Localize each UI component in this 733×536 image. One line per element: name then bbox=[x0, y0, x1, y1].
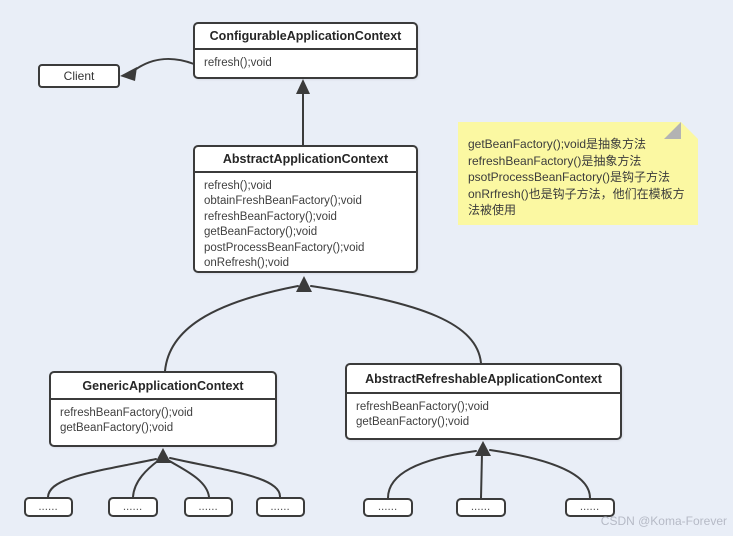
method-item: refresh();void bbox=[204, 180, 272, 192]
edge-mini2-to-generic bbox=[132, 459, 160, 498]
method-item: refreshBeanFactory();void bbox=[60, 407, 193, 419]
edge-generic-to-abstract bbox=[164, 285, 299, 372]
class-title: ConfigurableApplicationContext bbox=[195, 24, 416, 50]
method-item: obtainFreshBeanFactory();void bbox=[204, 195, 362, 208]
edge-mini5-to-refreshable bbox=[387, 450, 477, 499]
edge-mini7-to-refreshable bbox=[489, 449, 591, 499]
placeholder-label: ...... bbox=[471, 503, 491, 512]
class-generic-application-context: GenericApplicationContext refreshBeanFac… bbox=[49, 371, 277, 447]
class-configurable-application-context: ConfigurableApplicationContext refresh()… bbox=[193, 22, 418, 79]
class-abstract-application-context: AbstractApplicationContext refresh();voi… bbox=[193, 145, 418, 273]
arrowhead-refreshable bbox=[475, 441, 491, 456]
arrowhead-abstract bbox=[296, 276, 312, 292]
method-item: refresh();void bbox=[204, 57, 272, 69]
subclass-placeholder-box: ...... bbox=[456, 498, 506, 517]
edge-mini4-to-generic bbox=[169, 457, 282, 498]
placeholder-label: ...... bbox=[270, 502, 291, 512]
method-item: refreshBeanFactory();void bbox=[204, 210, 337, 223]
class-title: AbstractApplicationContext bbox=[195, 147, 416, 173]
placeholder-label: ...... bbox=[580, 503, 600, 512]
placeholder-label: ...... bbox=[378, 503, 398, 512]
subclass-placeholder-box: ...... bbox=[256, 497, 305, 517]
annotation-note: getBeanFactory();void是抽象方法 refreshBeanFa… bbox=[458, 122, 698, 225]
edge-refreshable-to-abstract bbox=[310, 285, 482, 364]
subclass-placeholder-box: ...... bbox=[363, 498, 413, 517]
edge-configurable-to-client bbox=[131, 57, 195, 73]
method-item: onRefresh();void bbox=[204, 257, 290, 270]
arrowhead-client bbox=[120, 67, 137, 81]
class-client: Client bbox=[38, 64, 120, 88]
subclass-placeholder-box: ...... bbox=[565, 498, 615, 517]
note-line: onRrfresh()也是钩子方法，他们在模板方法被使用 bbox=[468, 186, 685, 218]
method-item: postProcessBeanFactory();void bbox=[204, 241, 365, 254]
placeholder-label: ...... bbox=[123, 502, 143, 512]
method-item: getBeanFactory();void bbox=[204, 226, 318, 239]
edge-mini1-to-generic bbox=[47, 458, 157, 498]
method-item: getBeanFactory();void bbox=[60, 422, 174, 435]
edge-mini6-to-refreshable bbox=[480, 452, 483, 499]
class-methods: refreshBeanFactory();void getBeanFactory… bbox=[347, 394, 620, 431]
client-label: Client bbox=[63, 69, 95, 83]
subclass-placeholder-box: ...... bbox=[24, 497, 73, 517]
note-line: refreshBeanFactory()是抽象方法 bbox=[468, 153, 642, 168]
note-line: getBeanFactory();void是抽象方法 bbox=[468, 137, 647, 151]
method-item: getBeanFactory();void bbox=[356, 416, 470, 429]
class-methods: refresh();void obtainFreshBeanFactory();… bbox=[195, 173, 416, 271]
edge-mini3-to-generic bbox=[167, 459, 210, 498]
note-line: psotProcessBeanFactory()是钩子方法 bbox=[468, 170, 671, 184]
class-title: GenericApplicationContext bbox=[51, 373, 275, 400]
arrowhead-generic bbox=[155, 448, 171, 463]
class-methods: refreshBeanFactory();void getBeanFactory… bbox=[51, 400, 275, 437]
arrowhead-configurable bbox=[296, 79, 310, 94]
csdn-watermark: CSDN @Koma-Forever bbox=[600, 514, 727, 528]
method-item: refreshBeanFactory();void bbox=[356, 401, 489, 413]
placeholder-label: ...... bbox=[198, 502, 219, 512]
class-title: AbstractRefreshableApplicationContext bbox=[347, 365, 620, 394]
subclass-placeholder-box: ...... bbox=[108, 497, 158, 517]
class-methods: refresh();void bbox=[195, 50, 416, 71]
class-abstract-refreshable-application-context: AbstractRefreshableApplicationContext re… bbox=[345, 363, 622, 440]
placeholder-label: ...... bbox=[38, 502, 59, 512]
subclass-placeholder-box: ...... bbox=[184, 497, 233, 517]
